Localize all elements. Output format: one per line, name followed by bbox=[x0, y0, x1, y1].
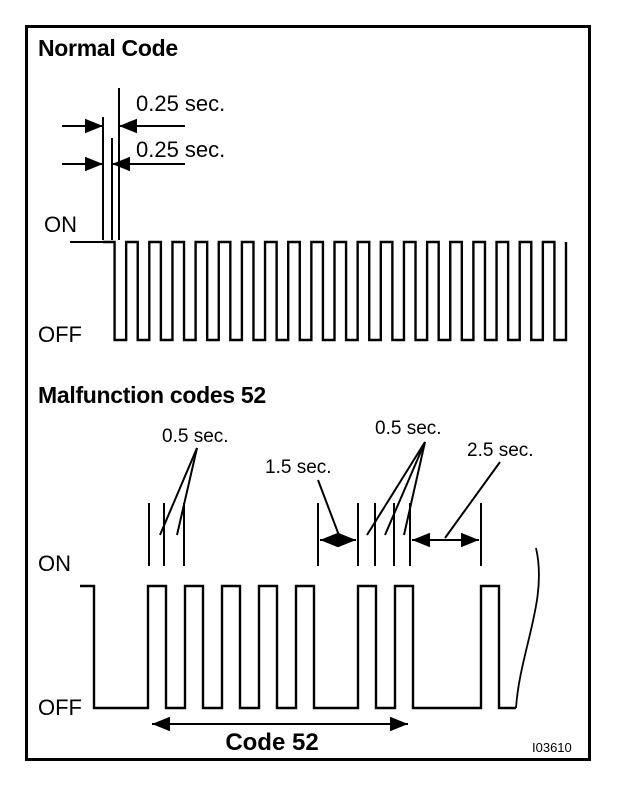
malfunction-pulse-label-b: 0.5 sec. bbox=[375, 418, 442, 439]
malfunction-off-label: OFF bbox=[38, 695, 82, 720]
normal-code-title: Normal Code bbox=[38, 35, 178, 61]
malfunction-pause-short-label: 1.5 sec. bbox=[265, 457, 332, 478]
waveform-break-mark bbox=[515, 547, 540, 709]
diagram-frame bbox=[25, 25, 591, 761]
normal-off-label: OFF bbox=[38, 322, 82, 347]
malfunction-title: Malfunction codes 52 bbox=[38, 382, 266, 408]
malfunction-pulse-label-a: 0.5 sec. bbox=[162, 426, 229, 447]
normal-code-waveform bbox=[103, 240, 568, 342]
malfunction-code-waveform bbox=[80, 584, 516, 710]
malfunction-dimension-lines bbox=[148, 441, 501, 566]
normal-on-time-label: 0.25 sec. bbox=[136, 91, 225, 116]
malfunction-pause-long-label: 2.5 sec. bbox=[467, 440, 534, 461]
code-52-label: Code 52 bbox=[225, 729, 318, 756]
malfunction-on-label: ON bbox=[38, 551, 71, 576]
normal-on-label: ON bbox=[44, 212, 77, 237]
figure-id: I03610 bbox=[532, 740, 572, 755]
normal-dimension-lines bbox=[62, 88, 185, 240]
normal-off-time-label: 0.25 sec. bbox=[136, 137, 225, 162]
